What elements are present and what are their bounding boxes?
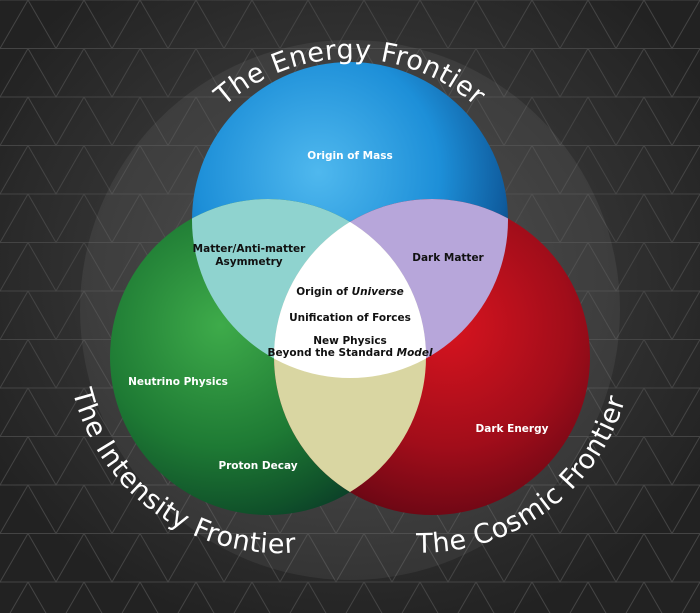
label-unification-of-forces: Unification of Forces [289, 312, 411, 324]
label-matter-antimatter-line2: Asymmetry [215, 256, 282, 268]
label-dark-energy: Dark Energy [476, 423, 549, 435]
center-overlap [274, 199, 426, 378]
label-proton-decay: Proton Decay [218, 460, 297, 472]
label-new-physics-line2: Beyond the Standard Model [267, 347, 433, 359]
label-matter-antimatter-line1: Matter/Anti-matter [193, 243, 306, 255]
label-dark-matter: Dark Matter [412, 252, 484, 264]
label-neutrino-physics: Neutrino Physics [128, 376, 228, 388]
label-new-physics-line1: New Physics [313, 335, 387, 347]
label-origin-of-mass: Origin of Mass [307, 150, 392, 162]
label-origin-of-universe: Origin of Universe [296, 286, 404, 298]
